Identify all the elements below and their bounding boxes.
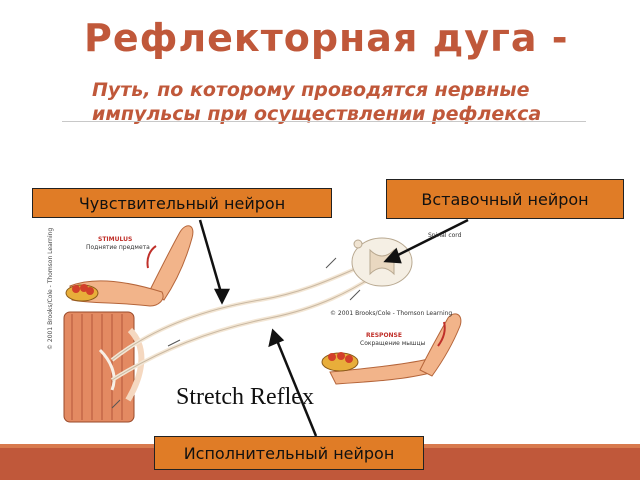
response-label: RESPONSE (366, 332, 402, 339)
copyright-label: © 2001 Brooks/Cole - Thomson Learning (330, 310, 453, 317)
pointer-arrows (198, 218, 469, 437)
arm-response (321, 313, 462, 385)
spinal-cord (351, 237, 413, 287)
interneuron-pointer-arrow (391, 218, 469, 260)
interneuron-arrow-head (383, 247, 402, 264)
motor-arrow-head (268, 328, 285, 348)
muscle-section (63, 311, 145, 423)
spinal-cord-label: Spinal cord (428, 232, 462, 239)
slide-subtitle: Путь, по которому проводятся нервные имп… (92, 79, 542, 125)
title-divider (62, 121, 586, 122)
motor-pointer-arrow (274, 337, 318, 437)
response-sublabel: Сокращение мышцы (360, 340, 426, 347)
side-copyright: © 2001 Brooks/Cole - Thomson Learning (47, 227, 54, 350)
nerve-fiber-outlines (111, 261, 375, 381)
sensory-neuron-label: Чувствительный нейрон (32, 188, 332, 218)
slide-title: Рефлекторная дуга - (84, 16, 569, 60)
stimulus-sublabel: Поднятие предмета (86, 244, 150, 251)
interneuron-label: Вставочный нейрон (386, 179, 624, 219)
sensory-arrow-head (213, 288, 231, 305)
stimulus-label: STIMULUS (98, 236, 133, 243)
motor-neuron-label: Исполнительный нейрон (154, 436, 424, 470)
arm-stimulus (65, 225, 194, 307)
sensory-pointer-arrow (198, 219, 224, 297)
figure-caption: Stretch Reflex (176, 384, 314, 410)
impulse-arrows (111, 257, 361, 409)
